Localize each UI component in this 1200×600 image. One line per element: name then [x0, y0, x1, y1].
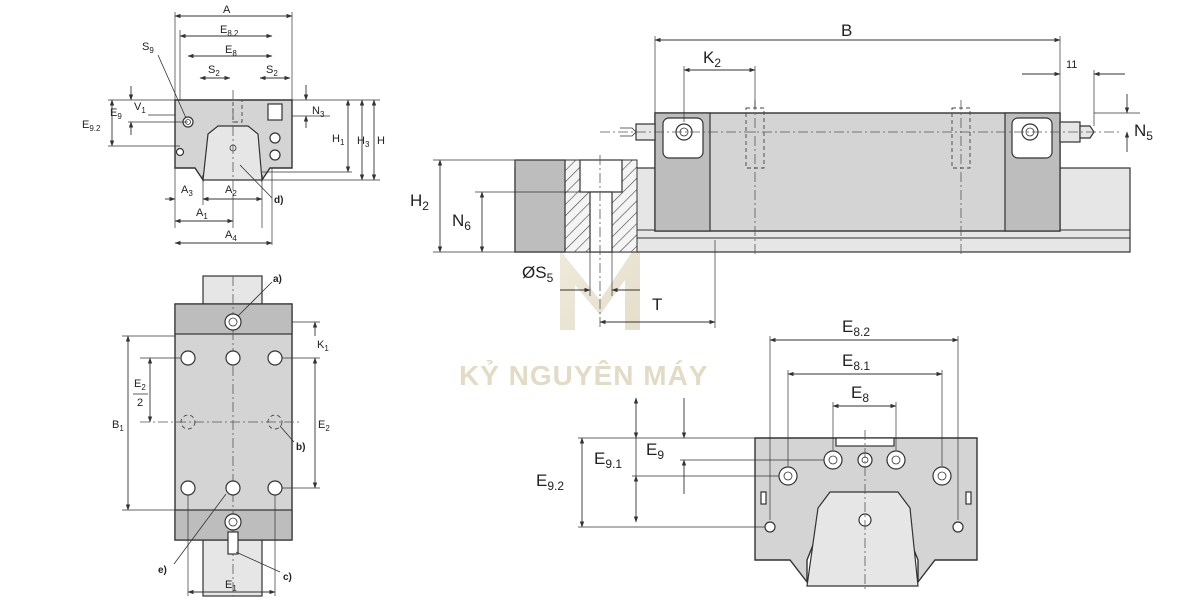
- svg-text:B: B: [841, 21, 852, 40]
- top-view: K1 E2 E2 2 B1 E1 a) b) c) e): [112, 274, 330, 597]
- svg-text:H1: H1: [332, 133, 345, 147]
- carriage-side: [654, 112, 1061, 232]
- svg-text:A1: A1: [196, 207, 208, 221]
- watermark: KỶ NGUYÊN MÁY: [459, 240, 708, 391]
- svg-text:E9.1: E9.1: [594, 449, 622, 471]
- svg-text:E8: E8: [851, 383, 869, 405]
- rail-large: [806, 491, 919, 587]
- svg-text:N3: N3: [312, 105, 325, 119]
- svg-text:H3: H3: [357, 135, 370, 149]
- watermark-text: KỶ NGUYÊN MÁY: [459, 359, 708, 391]
- svg-text:B1: B1: [112, 419, 124, 433]
- svg-text:N5: N5: [1134, 121, 1153, 143]
- svg-text:S9: S9: [142, 41, 154, 55]
- svg-text:11: 11: [1066, 59, 1077, 71]
- svg-text:E2: E2: [318, 419, 330, 433]
- svg-text:2: 2: [137, 397, 143, 409]
- svg-text:S2: S2: [266, 64, 278, 78]
- svg-text:e): e): [158, 565, 167, 576]
- svg-text:K1: K1: [317, 339, 329, 353]
- svg-text:E8.2: E8.2: [842, 317, 870, 339]
- svg-text:K2: K2: [703, 48, 721, 70]
- rail-small: [202, 125, 263, 181]
- svg-text:A2: A2: [225, 184, 237, 198]
- svg-text:E9.2: E9.2: [82, 119, 101, 133]
- label-A: A: [223, 4, 231, 16]
- svg-text:b): b): [296, 442, 305, 453]
- svg-text:E8.1: E8.1: [842, 351, 870, 373]
- svg-text:E2: E2: [134, 378, 146, 392]
- svg-text:V1: V1: [134, 101, 146, 115]
- svg-text:H: H: [377, 135, 385, 147]
- svg-text:H2: H2: [410, 191, 429, 213]
- svg-text:E9: E9: [646, 440, 664, 462]
- svg-text:d): d): [274, 195, 283, 206]
- front-view-large: E8.2 E8.1 E8 E9 E9.1 E9.2: [536, 317, 978, 592]
- svg-text:T: T: [652, 295, 662, 314]
- svg-text:a): a): [273, 274, 282, 285]
- svg-text:A4: A4: [225, 229, 237, 243]
- front-view-small: A E8.2 E8 S9 S2 S2 E9 V1 E9.2 N3 H1 H3: [82, 4, 385, 246]
- svg-text:A3: A3: [181, 184, 193, 198]
- svg-text:E8.2: E8.2: [220, 24, 239, 38]
- side-view: B K2 11 N5 H2 N6 ØS5 T: [410, 21, 1153, 330]
- svg-text:E1: E1: [225, 579, 237, 593]
- svg-text:E8: E8: [225, 44, 237, 58]
- svg-text:ØS5: ØS5: [522, 263, 554, 285]
- svg-text:c): c): [283, 572, 292, 583]
- svg-text:N6: N6: [452, 211, 471, 233]
- svg-text:S2: S2: [208, 64, 220, 78]
- svg-text:E9.2: E9.2: [536, 471, 564, 493]
